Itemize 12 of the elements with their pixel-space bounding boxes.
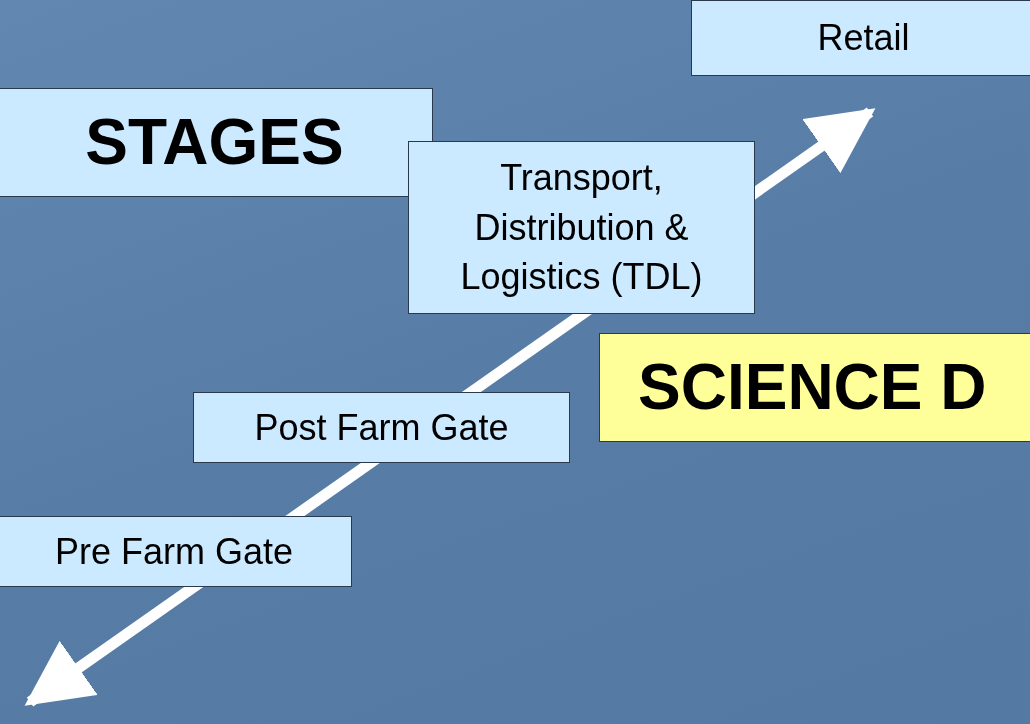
stage-box <box>408 141 755 314</box>
heading-text: SCIENCE D <box>638 350 987 425</box>
heading-box <box>599 333 1030 442</box>
heading-text: STAGES <box>85 105 344 180</box>
stage-label: Transport, Distribution & Logistics (TDL) <box>459 156 704 300</box>
stage-label: Retail <box>817 17 910 59</box>
stage-box <box>193 392 570 463</box>
heading-box <box>0 88 433 197</box>
stage-box <box>691 0 1030 76</box>
stage-label: Pre Farm Gate <box>54 530 294 573</box>
stage-box <box>0 516 352 587</box>
stage-label: Post Farm Gate <box>254 406 509 449</box>
